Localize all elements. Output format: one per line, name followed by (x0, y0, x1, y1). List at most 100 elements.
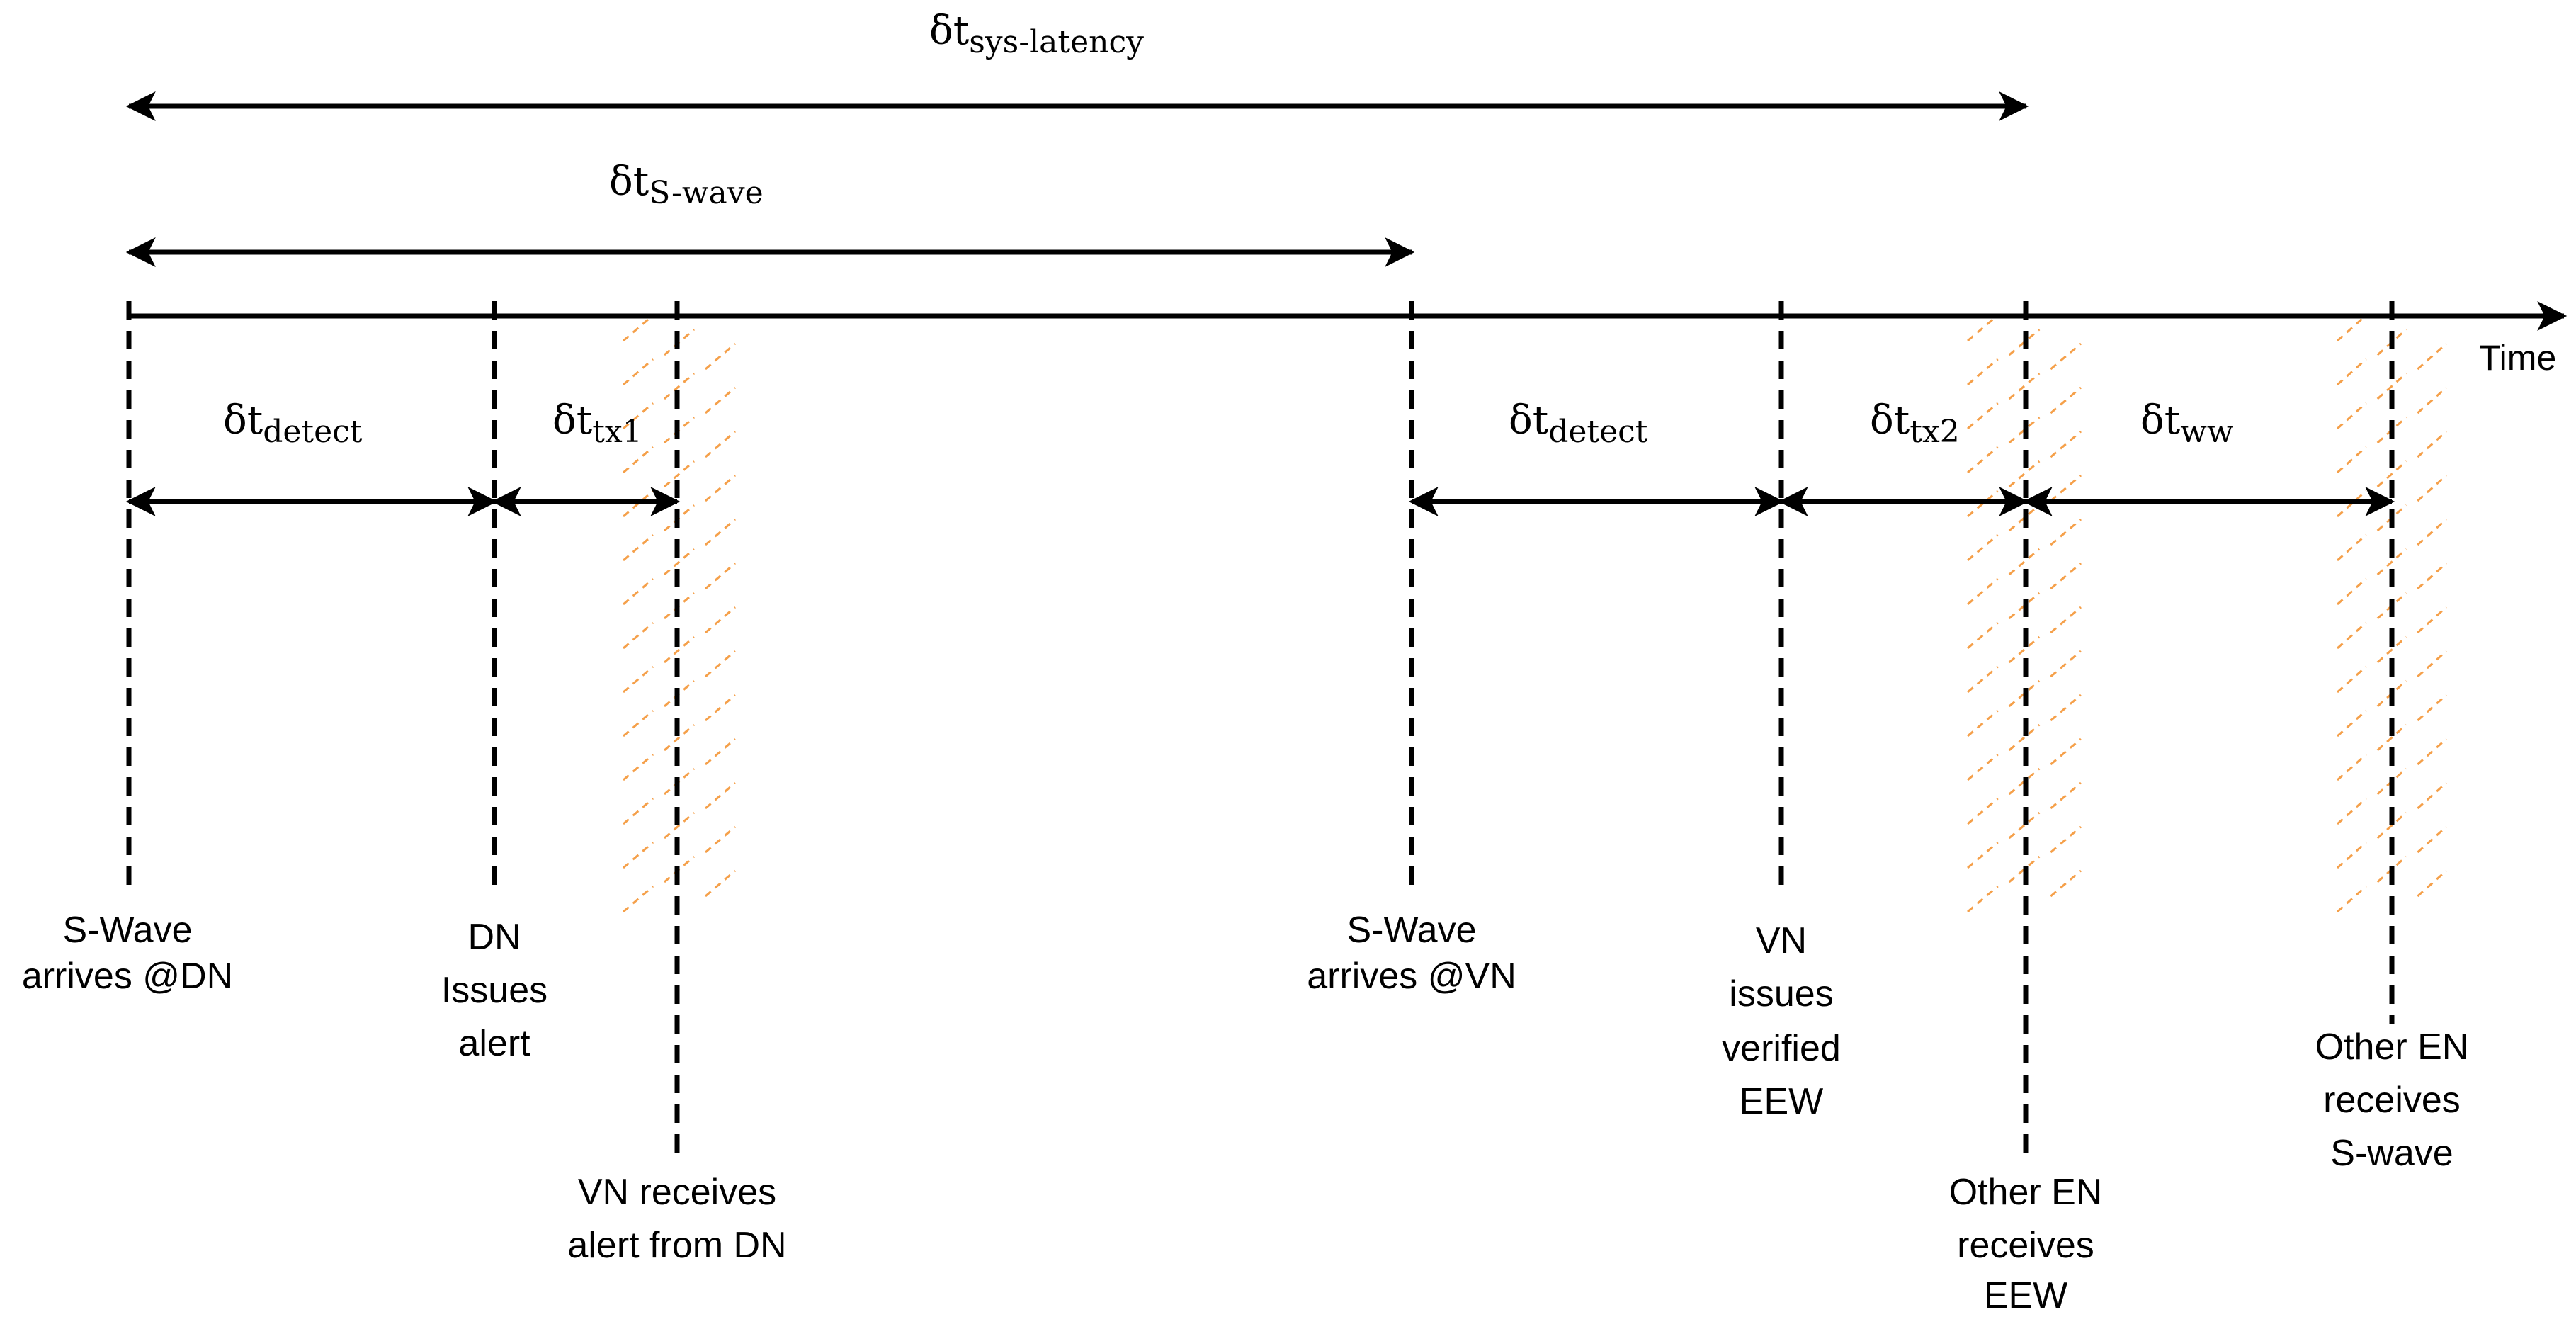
hatch-stroke (2417, 518, 2447, 546)
hatch-stroke (2050, 650, 2082, 678)
hatch-stroke (623, 358, 654, 386)
hatch-stroke (2376, 635, 2407, 664)
hatch-stroke (1967, 885, 1999, 913)
svg-text:verified: verified (1722, 1028, 1841, 1069)
tx1-label: δttx1 (552, 397, 642, 450)
hatch-stroke (623, 665, 654, 694)
event-label-swave-vn: S-Wave arrives @VN (1307, 910, 1516, 997)
hatch-stroke (2417, 650, 2447, 678)
svg-text:alert: alert (458, 1023, 530, 1064)
hatch-stroke (2050, 386, 2082, 414)
hatch-stroke (705, 342, 736, 371)
hatch-stroke (2050, 606, 2082, 634)
hatch-stroke (2050, 737, 2082, 766)
hatch-stroke (2376, 723, 2407, 752)
sys-latency-label: δtsys-latency (929, 8, 1144, 60)
hatch-stroke (2337, 577, 2367, 606)
hatch-stroke (2417, 430, 2447, 458)
hatch-stroke (705, 869, 736, 898)
hatch-stroke (2050, 781, 2082, 810)
hatch-stroke (2050, 869, 2082, 898)
hatch-stroke (2417, 474, 2447, 502)
hatch-stroke (2417, 694, 2447, 722)
hatch-stroke (2337, 402, 2367, 430)
svg-text:VN: VN (1756, 920, 1807, 961)
svg-text:issues: issues (1729, 973, 1833, 1014)
hatch-stroke (1967, 358, 1999, 386)
hatch-stroke (2337, 533, 2367, 562)
hatch-stroke (623, 577, 654, 606)
hatch-stroke (1967, 446, 1999, 474)
svg-text:S-wave: S-wave (2330, 1133, 2453, 1174)
hatch-stroke (2337, 709, 2367, 737)
hatch-stroke (2008, 460, 2041, 488)
hatch-stroke (1967, 533, 1999, 562)
svg-text:VN receives: VN receives (578, 1172, 776, 1213)
event-label-en-swave: Other EN receives S-wave (2315, 1027, 2469, 1174)
hatch-stroke (2417, 606, 2447, 634)
hatch-stroke (623, 314, 654, 342)
svg-text:arrives @DN: arrives @DN (22, 956, 233, 997)
hatch-stroke (705, 430, 736, 458)
ww-uncertainty-band (2337, 314, 2447, 913)
svg-text:arrives @VN: arrives @VN (1307, 956, 1516, 997)
hatch-stroke (623, 841, 654, 869)
hatch-stroke (2008, 723, 2041, 752)
hatch-stroke (2008, 372, 2041, 400)
hatch-stroke (623, 709, 654, 737)
svg-text:DN: DN (467, 917, 521, 958)
ww-label: δtww (2140, 397, 2234, 450)
hatch-stroke (623, 797, 654, 825)
hatch-stroke (1967, 621, 1999, 650)
hatch-stroke (2376, 372, 2407, 400)
hatch-stroke (2337, 446, 2367, 474)
hatch-stroke (2050, 518, 2082, 546)
svg-text:S-Wave: S-Wave (1347, 910, 1477, 951)
event-label-en-eew: Other EN receives EEW (1949, 1172, 2103, 1316)
svg-text:alert from DN: alert from DN (567, 1225, 786, 1266)
svg-text:receives: receives (1957, 1225, 2094, 1266)
hatch-stroke (2050, 342, 2082, 371)
hatch-stroke (664, 372, 695, 400)
hatch-stroke (705, 606, 736, 634)
hatch-stroke (664, 548, 695, 576)
hatch-stroke (2337, 841, 2367, 869)
hatch-stroke (623, 621, 654, 650)
hatch-stroke (705, 737, 736, 766)
hatch-stroke (2050, 474, 2082, 502)
hatch-stroke (1967, 577, 1999, 606)
hatch-stroke (1967, 709, 1999, 737)
hatch-stroke (705, 562, 736, 590)
event-label-vn-recv: VN receives alert from DN (567, 1172, 786, 1266)
hatch-stroke (705, 650, 736, 678)
hatch-stroke (2417, 737, 2447, 766)
hatch-stroke (705, 781, 736, 810)
hatch-stroke (1967, 841, 1999, 869)
time-axis-title: Time (2479, 338, 2556, 378)
hatch-stroke (1967, 314, 1999, 342)
hatch-stroke (2337, 753, 2367, 781)
hatch-stroke (2337, 797, 2367, 825)
hatch-stroke (2417, 825, 2447, 854)
event-label-vn-eew: VN issues verified EEW (1722, 920, 1841, 1122)
hatch-stroke (705, 474, 736, 502)
tx2-label: δttx2 (1870, 397, 1960, 450)
hatch-stroke (2050, 430, 2082, 458)
event-label-swave-dn: S-Wave arrives @DN (22, 910, 233, 997)
hatch-stroke (2417, 342, 2447, 371)
detect-1-label: δtdetect (223, 397, 363, 450)
hatch-stroke (2417, 562, 2447, 590)
detect-2-label: δtdetect (1509, 397, 1648, 450)
hatch-stroke (664, 635, 695, 664)
hatch-stroke (623, 446, 654, 474)
hatch-stroke (2050, 562, 2082, 590)
hatch-stroke (2337, 885, 2367, 913)
hatch-stroke (664, 723, 695, 752)
svg-text:EEW: EEW (1984, 1275, 2067, 1316)
hatch-stroke (1967, 797, 1999, 825)
svg-text:S-Wave: S-Wave (63, 910, 193, 951)
svg-text:EEW: EEW (1740, 1081, 1823, 1122)
hatch-stroke (1967, 665, 1999, 694)
hatch-stroke (2050, 825, 2082, 854)
